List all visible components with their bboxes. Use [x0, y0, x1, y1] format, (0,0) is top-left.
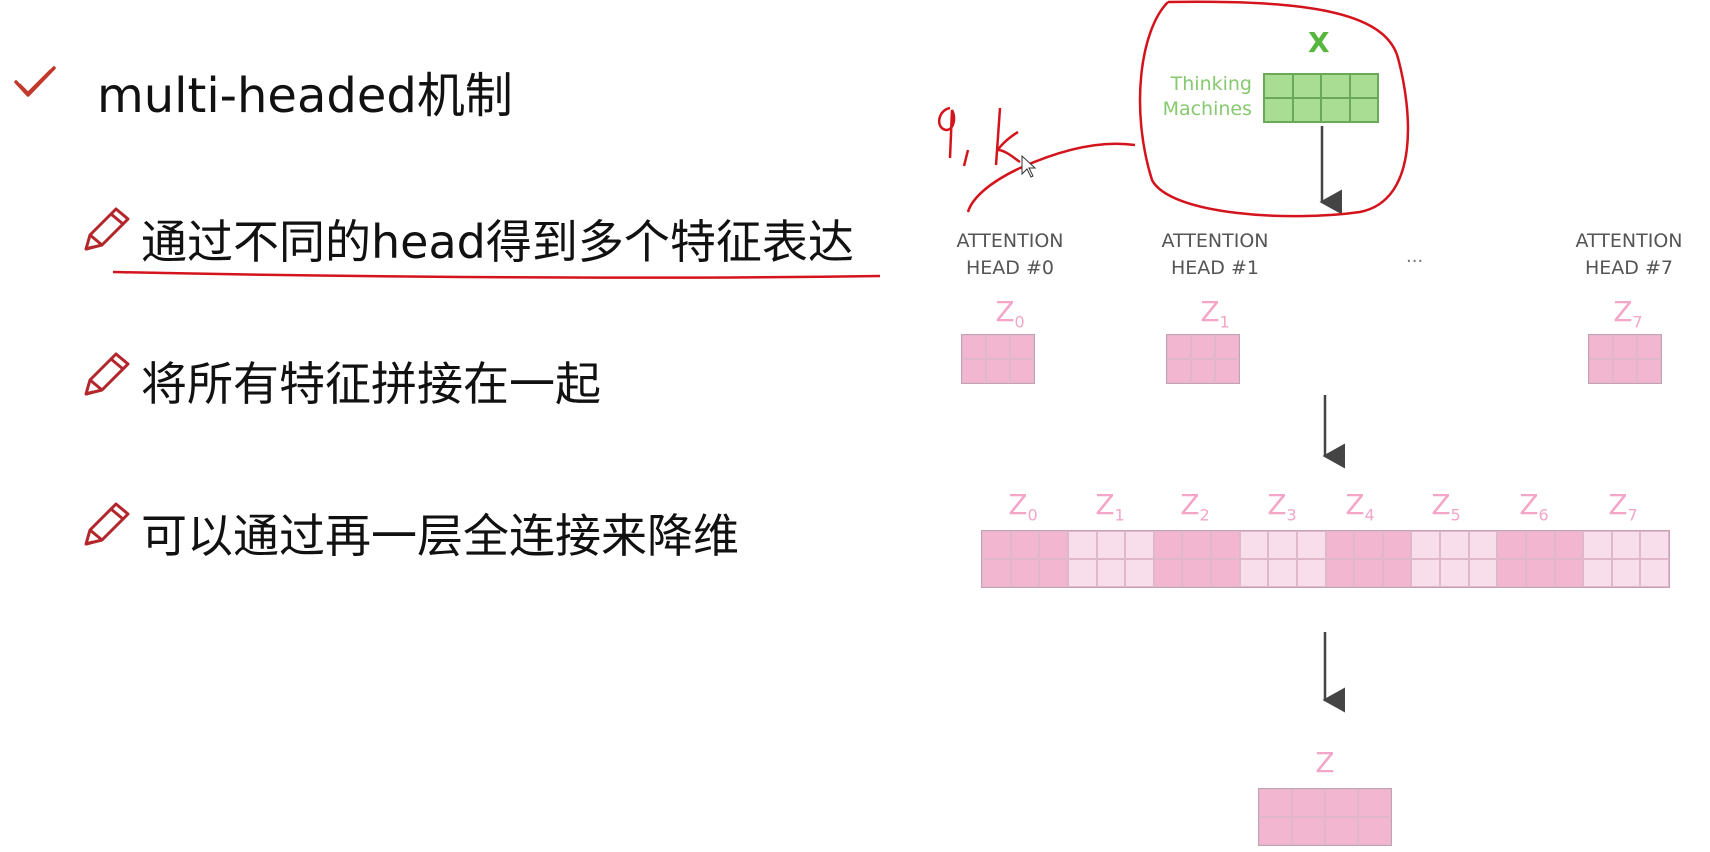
head-1-label: ATTENTION HEAD #1 — [1140, 228, 1290, 282]
bullet-2: 将所有特征拼接在一起 — [141, 357, 601, 411]
annotation-k-glyph — [994, 107, 1021, 166]
head-0-label: ATTENTION HEAD #0 — [935, 228, 1085, 282]
z1-label: Z1 — [1200, 295, 1230, 332]
concat-z3-label: Z3 — [1267, 488, 1297, 525]
concat-z1-label: Z1 — [1095, 488, 1125, 525]
head-1-line2: HEAD #1 — [1171, 257, 1259, 279]
pencil-icon — [84, 352, 130, 396]
cursor-icon — [1021, 154, 1037, 178]
bullet-3: 可以通过再一层全连接来降维 — [141, 509, 739, 563]
head-7-line1: ATTENTION — [1575, 230, 1683, 252]
bullet-1: 通过不同的head得到多个特征表达 — [141, 215, 854, 269]
concat-z0-label: Z0 — [1008, 488, 1038, 525]
concat-z6-label: Z6 — [1519, 488, 1549, 525]
output-z-label: Z — [1315, 746, 1335, 779]
concat-z4-label: Z4 — [1345, 488, 1375, 525]
input-word-thinking: Thinking — [1170, 73, 1252, 95]
head-0-line2: HEAD #0 — [966, 257, 1054, 279]
z1-matrix — [1166, 334, 1240, 384]
ellipsis: ... — [1406, 246, 1424, 267]
checkmark-icon — [14, 66, 56, 97]
z7-label: Z7 — [1613, 295, 1643, 332]
annotation-underline — [112, 270, 881, 279]
pencil-icon — [84, 207, 130, 251]
input-x-label: X — [1308, 26, 1330, 59]
slide-title: multi-headed机制 — [97, 68, 513, 124]
z7-matrix — [1588, 334, 1662, 384]
z0-label: Z0 — [995, 295, 1025, 332]
annotation-comma-glyph — [962, 149, 970, 167]
concat-z2-label: Z2 — [1180, 488, 1210, 525]
input-matrix — [1263, 73, 1379, 123]
concat-z7-label: Z7 — [1608, 488, 1638, 525]
head-1-line1: ATTENTION — [1161, 230, 1269, 252]
pencil-icon — [84, 502, 130, 546]
head-7-label: ATTENTION HEAD #7 — [1554, 228, 1704, 282]
annotation-circle — [1138, 0, 1410, 218]
concat-matrix — [981, 530, 1670, 588]
head-0-line1: ATTENTION — [956, 230, 1064, 252]
annotation-q-glyph — [938, 106, 956, 159]
input-word-machines: Machines — [1162, 98, 1252, 120]
z0-matrix — [961, 334, 1035, 384]
output-matrix — [1258, 788, 1392, 846]
concat-z5-label: Z5 — [1431, 488, 1461, 525]
annotation-connector — [966, 142, 1136, 213]
head-7-line2: HEAD #7 — [1585, 257, 1673, 279]
